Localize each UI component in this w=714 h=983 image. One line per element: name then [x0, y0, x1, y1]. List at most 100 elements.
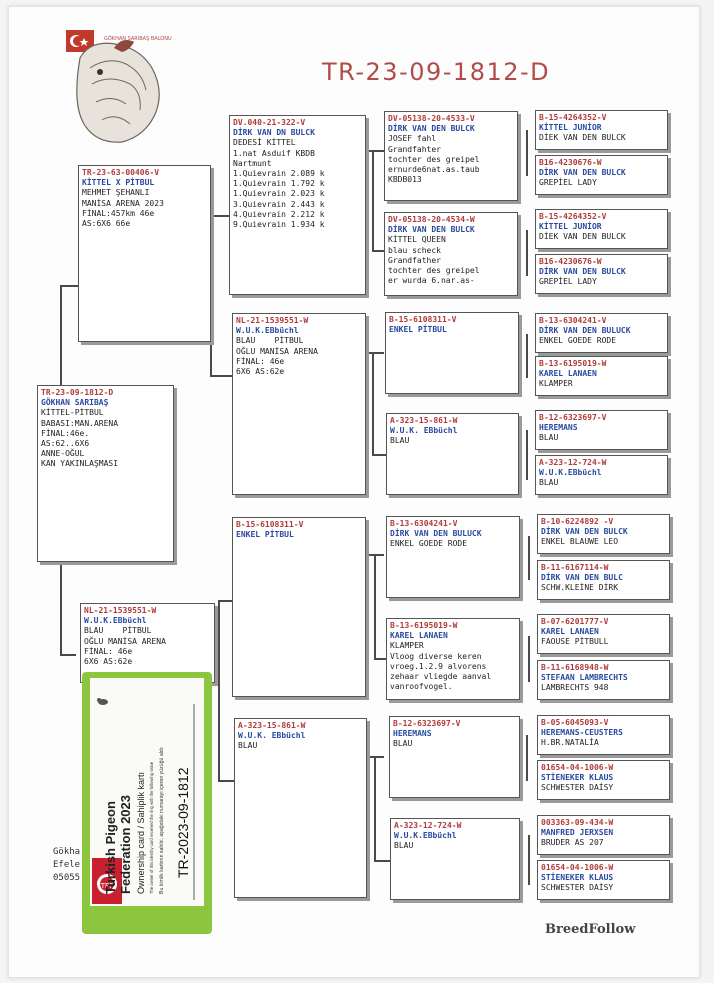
connector-line — [366, 352, 384, 354]
bird-name: DİRK VAN DEN BULUCK — [390, 529, 482, 539]
pedigree-ring-title: TR-23-09-1812-D — [322, 58, 551, 86]
card-note-en: The owner of this identity card received… — [149, 761, 154, 894]
connector-line — [374, 756, 376, 860]
bird-name: KİTTEL JUNİOR — [539, 222, 602, 232]
bird-info: BLAU PİTBUL OĞLU MANİSA ARENA FİNAL: 46e… — [236, 336, 318, 377]
bird-info: BLAU — [539, 433, 559, 443]
connector-line — [526, 430, 528, 480]
pedigree-box-g5: B-13-6304241-V DİRK VAN DEN BULUCK ENKEL… — [535, 313, 668, 353]
card-note-tr: Bu kimlik kartının sahibi, aşağıdaki num… — [159, 746, 165, 894]
bird-name: DİRK VAN DEN BULCK — [539, 168, 626, 178]
connector-line — [366, 150, 384, 152]
pedigree-box-dds: B-12-6323697-V HEREMANS BLAU — [389, 716, 520, 798]
connector-line — [528, 835, 530, 885]
pedigree-box-g11: B-07-6201777-V KAREL LANAEN FAOUSE PİTBU… — [537, 614, 670, 654]
bird-info: DEDESİ KİTTEL 1.nat Asduif KBDB Nartmunt… — [233, 138, 325, 230]
pedigree-box-g3: B-15-4264352-V KİTTEL JUNİOR DİEK VAN DE… — [535, 209, 668, 249]
connector-line — [374, 658, 386, 660]
bird-info: BRUDER AS 207 — [541, 838, 604, 848]
bird-info: KİTTEL-PİTBUL BABASI:MAN.ARENA FİNAL:46e… — [41, 408, 119, 469]
pedigree-box-dsd: B-13-6195019-W KAREL LANAEN KLAMPER Vloo… — [386, 618, 520, 700]
bird-name: KİTTEL X PİTBUL — [82, 178, 155, 188]
bird-info: H.BR.NATALİA — [541, 738, 599, 748]
connector-line — [528, 536, 530, 580]
pedigree-box-dam: NL-21-1539551-W W.U.K.EBbüchl BLAU PİTBU… — [80, 603, 215, 683]
bird-info: KLAMPER Vloog diverse keren vroeg.1.2.9 … — [390, 641, 492, 692]
ring-number: TR-23-09-1812-D — [41, 388, 114, 397]
ring-number: B16-4230676-W — [539, 158, 602, 167]
bird-info: KİTTEL QUEEN blau scheck Grandfather toc… — [388, 235, 480, 286]
bird-info: BLAU — [539, 478, 559, 488]
ownership-card: TPF Turkish Pigeon Federation 2023 Owner… — [82, 672, 212, 934]
ring-number: B-13-6195019-W — [539, 359, 607, 368]
pedigree-box-g2: B16-4230676-W DİRK VAN DEN BULCK GREPİEL… — [535, 155, 668, 195]
connector-line — [366, 756, 384, 758]
connector-line — [60, 654, 76, 656]
connector-line — [210, 215, 212, 375]
ring-number: B-12-6323697-V — [539, 413, 607, 422]
card-subtitle: Ownership card / Sahiplik kartı — [136, 772, 146, 894]
breedfollow-brand: BreedFollow — [545, 922, 636, 937]
bird-info: BLAU — [238, 741, 258, 751]
pedigree-box-sds: B-15-6108311-V ENKEL PİTBUL — [385, 312, 519, 394]
ring-number: B-07-6201777-V — [541, 617, 609, 626]
ring-number: A-323-12-724-W — [539, 458, 607, 467]
pedigree-box-subject: TR-23-09-1812-D GÖKHAN SARIBAŞ KİTTEL-Pİ… — [37, 385, 174, 562]
ring-number: B-12-6323697-V — [393, 719, 461, 728]
connector-line — [60, 285, 62, 385]
pedigree-box-g1: B-15-4264352-V KİTTEL JUNİOR DİEK VAN DE… — [535, 110, 668, 150]
bird-name: KAREL LANAEN — [539, 369, 597, 379]
bird-name: STEFAAN LAMBRECHTS — [541, 673, 628, 683]
owner-phone: 05055 — [53, 873, 81, 883]
connector-line — [60, 562, 62, 654]
pedigree-box-g9: B-10-6224892 -V DİRK VAN DEN BULCK ENKEL… — [537, 514, 670, 554]
ring-number: B-15-6108311-V — [236, 520, 304, 529]
connector-line — [218, 780, 234, 782]
ring-number: A-323-12-724-W — [394, 821, 462, 830]
bird-name: DİRK VAN DEN BULCK — [539, 267, 626, 277]
pedigree-box-g10: B-11-6167114-W DİRK VAN DEN BULC SCHW.KL… — [537, 560, 670, 600]
bird-name: DİRK VAN DEN BULC — [541, 573, 623, 583]
ring-number: B-11-6168948-W — [541, 663, 609, 672]
bird-name: KAREL LANAEN — [390, 631, 448, 641]
bird-info: BLAU — [390, 436, 410, 446]
ring-number: B-13-6195019-W — [390, 621, 458, 630]
ring-number: A-323-15-861-W — [238, 721, 306, 730]
pedigree-box-dam-sire: B-15-6108311-V ENKEL PİTBUL — [232, 517, 366, 697]
bird-info: BLAU — [393, 739, 413, 749]
ring-number: B-15-4264352-V — [539, 113, 607, 122]
bird-info: GREPİEL LADY — [539, 277, 597, 287]
bird-info: ENKEL BLAUWE LEO — [541, 537, 619, 547]
pigeon-icon — [97, 698, 108, 705]
pedigree-box-sss: DV-05138-20-4533-V DİRK VAN DEN BULCK JO… — [384, 111, 518, 201]
ring-number: B-05-6045093-V — [541, 718, 609, 727]
ring-number: NL-21-1539551-W — [84, 606, 157, 615]
bird-name: STİENEKER KLAUS — [541, 873, 614, 883]
ring-number: 01654-04-1006-W — [541, 863, 614, 872]
ring-number: B-11-6167114-W — [541, 563, 609, 572]
bird-name: HEREMANS — [393, 729, 432, 739]
bird-info: SCHWESTER DAİSY — [541, 783, 614, 793]
pedigree-box-sire: TR-23-63-00406-V KİTTEL X PİTBUL MEHMET … — [78, 165, 211, 342]
connector-line — [60, 285, 78, 287]
bird-info: LAMBRECHTS 948 — [541, 683, 609, 693]
pedigree-box-g14: 01654-04-1006-W STİENEKER KLAUS SCHWESTE… — [537, 760, 670, 800]
bird-info: ENKEL GOEDE RODE — [539, 336, 617, 346]
pedigree-box-g4: B16-4230676-W DİRK VAN DEN BULCK GREPİEL… — [535, 254, 668, 294]
connector-line — [528, 636, 530, 682]
ring-number: B-15-4264352-V — [539, 212, 607, 221]
bird-name: W.U.K.EBbüchl — [236, 326, 299, 336]
logo-caption: GÖKHAN SARIBAŞ BALONU — [104, 36, 172, 42]
bird-name: W.U.K.EBbüchl — [539, 468, 602, 478]
ring-number: DV-05138-20-4533-V — [388, 114, 475, 123]
pedigree-box-sire-dam: NL-21-1539551-W W.U.K.EBbüchl BLAU PİTBU… — [232, 313, 366, 495]
bird-name: KİTTEL JUNİOR — [539, 123, 602, 133]
bird-info: JOSEF fahl Grandfahter tochter des greip… — [388, 134, 480, 185]
pedigree-box-g15: 003363-09-434-W MANFRED JERXSEN BRUDER A… — [537, 815, 670, 855]
bird-name: ENKEL PİTBUL — [236, 530, 294, 540]
bird-name: KAREL LANAEN — [541, 627, 599, 637]
card-title-line2: Federation 2023 — [118, 795, 133, 894]
connector-line — [210, 215, 230, 217]
connector-line — [372, 150, 374, 250]
bird-name: DİRK VAN DEN BULUCK — [539, 326, 631, 336]
